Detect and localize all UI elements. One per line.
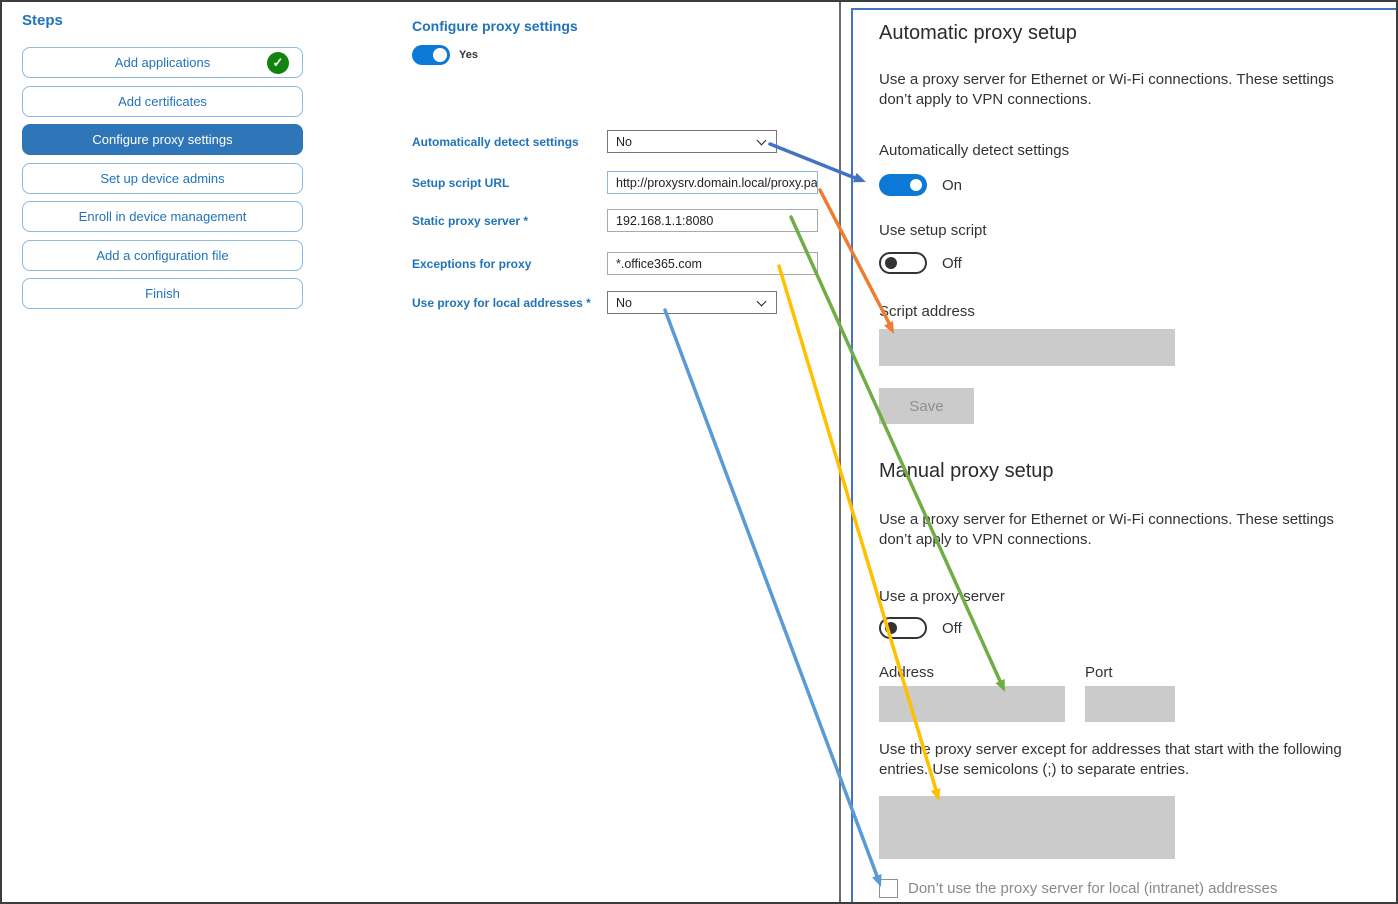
arrow-local-addresses: [663, 308, 879, 878]
step-finish[interactable]: Finish: [22, 278, 303, 309]
configure-proxy-toggle[interactable]: [412, 45, 450, 65]
proxy-address-input[interactable]: [879, 686, 1065, 722]
use-setup-script-toggle[interactable]: [879, 252, 927, 274]
automatic-proxy-heading: Automatic proxy setup: [879, 22, 1077, 44]
use-proxy-server-label: Use a proxy server: [879, 588, 1005, 605]
toggle-knob: [885, 622, 897, 634]
field-label-setup-script-url: Setup script URL: [412, 175, 510, 190]
step-configure-proxy-settings[interactable]: Configure proxy settings: [22, 124, 303, 155]
use-setup-script-label: Use setup script: [879, 222, 987, 239]
step-label: Finish: [145, 286, 180, 301]
detect-settings-label: Automatically detect settings: [879, 142, 1070, 159]
proxy-port-input[interactable]: [1085, 686, 1175, 722]
automatic-proxy-description: Use a proxy server for Ethernet or Wi-Fi…: [879, 71, 1334, 108]
field-label-detect-settings: Automatically detect settings: [412, 134, 579, 149]
step-label: Configure proxy settings: [92, 132, 233, 147]
exceptions-for-proxy-input[interactable]: [607, 252, 818, 275]
use-proxy-local-dropdown[interactable]: No: [607, 291, 777, 314]
chevron-down-icon: [756, 135, 767, 146]
save-button[interactable]: Save: [879, 388, 974, 424]
local-addresses-checkbox[interactable]: [879, 879, 898, 898]
step-label: Add a configuration file: [96, 248, 229, 263]
field-label-exceptions-for-proxy: Exceptions for proxy: [412, 256, 532, 271]
local-addresses-checkbox-label: Don’t use the proxy server for local (in…: [908, 880, 1278, 897]
use-setup-script-toggle-state: Off: [942, 255, 962, 272]
script-address-label: Script address: [879, 303, 975, 320]
detect-settings-toggle-state: On: [942, 177, 963, 194]
chevron-down-icon: [756, 296, 767, 307]
manual-proxy-heading: Manual proxy setup: [879, 460, 1054, 482]
toggle-knob: [910, 179, 922, 191]
toggle-knob: [885, 257, 897, 269]
exceptions-textarea[interactable]: [879, 796, 1175, 859]
use-proxy-server-toggle-state: Off: [942, 620, 962, 637]
address-label: Address: [879, 664, 935, 681]
window-divider: [839, 2, 841, 902]
steps-heading: Steps: [22, 12, 63, 29]
step-add-certificates[interactable]: Add certificates: [22, 86, 303, 117]
toggle-knob: [433, 48, 447, 62]
step-label: Set up device admins: [100, 171, 225, 186]
step-add-configuration-file[interactable]: Add a configuration file: [22, 240, 303, 271]
field-label-use-proxy-local: Use proxy for local addresses *: [412, 295, 591, 310]
step-enroll-device-management[interactable]: Enroll in device management: [22, 201, 303, 232]
step-label: Add certificates: [118, 94, 207, 109]
step-set-up-device-admins[interactable]: Set up device admins: [22, 163, 303, 194]
completed-check-icon: ✓: [267, 52, 289, 74]
configure-proxy-toggle-state: Yes: [459, 49, 478, 61]
script-address-input[interactable]: [879, 329, 1175, 366]
exceptions-description: Use the proxy server except for addresse…: [879, 741, 1342, 778]
static-proxy-server-input[interactable]: [607, 209, 818, 232]
dropdown-value: No: [616, 295, 632, 310]
manual-proxy-description: Use a proxy server for Ethernet or Wi-Fi…: [879, 511, 1334, 548]
step-label: Add applications: [114, 55, 211, 70]
detect-settings-dropdown[interactable]: No: [607, 130, 777, 153]
page-title: Configure proxy settings: [412, 18, 578, 34]
field-label-static-proxy-server: Static proxy server *: [412, 213, 529, 228]
dropdown-value: No: [616, 134, 632, 149]
step-label: Enroll in device management: [78, 209, 247, 224]
step-add-applications[interactable]: Add applications ✓: [22, 47, 303, 78]
use-proxy-server-toggle[interactable]: [879, 617, 927, 639]
detect-settings-toggle[interactable]: [879, 174, 927, 196]
setup-script-url-input[interactable]: [607, 171, 818, 194]
port-label: Port: [1085, 664, 1113, 681]
